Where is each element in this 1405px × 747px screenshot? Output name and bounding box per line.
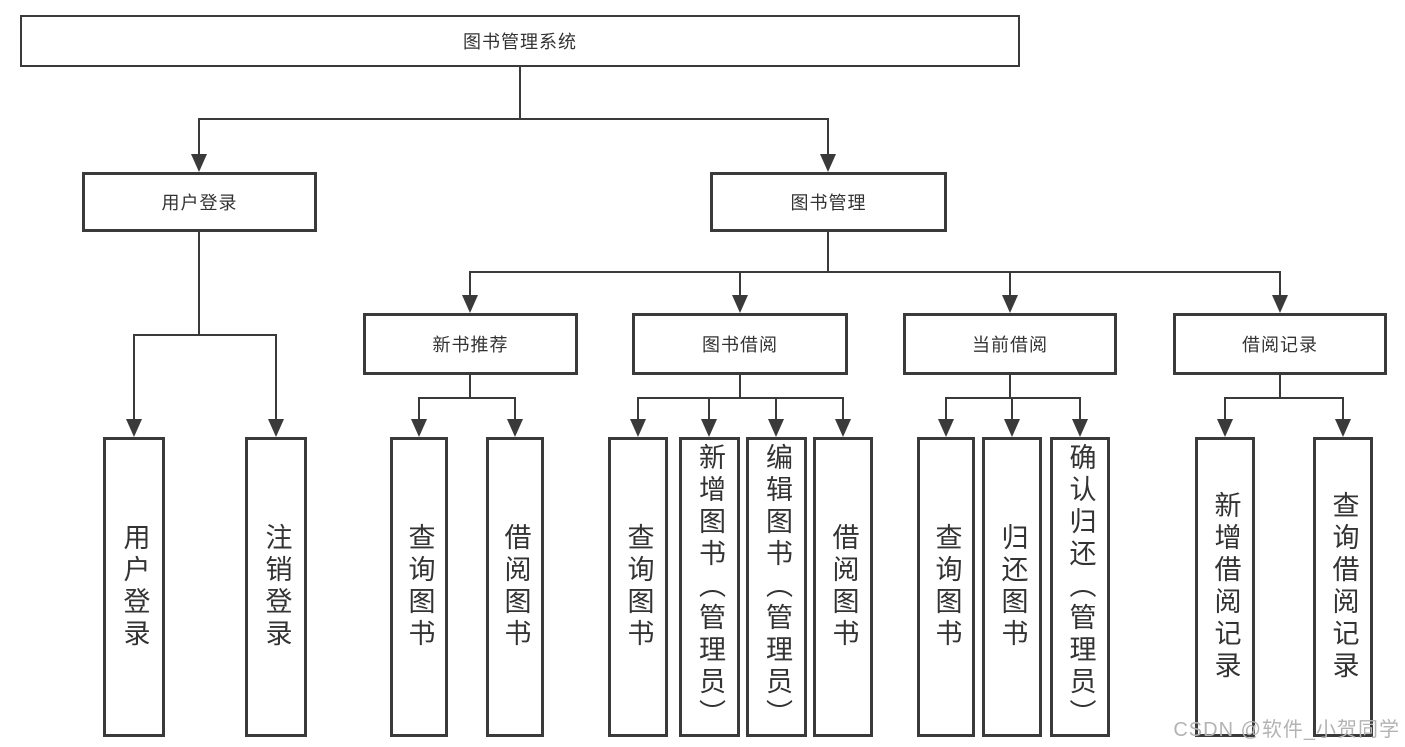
node-new-book-recommendation: 新书推荐 [363, 313, 578, 375]
leaf-add-borrow-record: 新增借阅记录 [1195, 437, 1255, 737]
connector-line [198, 118, 200, 156]
connector-line [469, 375, 471, 399]
connector-line [469, 271, 471, 297]
leaf-logout: 注销登录 [245, 437, 307, 737]
leaf-label: 查询图书 [404, 523, 435, 651]
node-label: 当前借阅 [972, 335, 1048, 355]
node-book-borrowing: 图书借阅 [632, 313, 848, 375]
arrow-down-icon [630, 419, 646, 437]
connector-line [198, 232, 200, 336]
arrow-down-icon [732, 295, 748, 313]
connector-line [514, 397, 516, 419]
node-label: 图书管理系统 [463, 32, 577, 52]
connector-line [419, 397, 516, 399]
connector-line [827, 118, 829, 156]
leaf-borrow-books-borrowing: 借阅图书 [813, 437, 873, 737]
connector-line [638, 397, 843, 399]
leaf-edit-book-admin: 编辑图书（管理员） [746, 437, 807, 737]
connector-line [134, 334, 277, 336]
leaf-query-books-current: 查询图书 [917, 437, 975, 737]
leaf-query-borrow-record: 查询借阅记录 [1313, 437, 1373, 737]
leaf-borrow-books-recommend: 借阅图书 [486, 437, 544, 737]
leaf-label: 借阅图书 [828, 523, 859, 651]
leaf-user-login: 用户登录 [103, 437, 165, 737]
connector-line [827, 232, 829, 273]
arrow-down-icon [507, 419, 523, 437]
leaf-label: 查询借阅记录 [1328, 491, 1359, 683]
arrow-down-icon [191, 154, 207, 172]
leaf-label: 确认归还（管理员） [1065, 443, 1096, 731]
connector-line [1009, 271, 1011, 297]
connector-line [1225, 397, 1344, 399]
leaf-return-books: 归还图书 [982, 437, 1042, 737]
leaf-query-books-borrowing: 查询图书 [608, 437, 668, 737]
node-borrowing-records: 借阅记录 [1173, 313, 1387, 375]
arrow-down-icon [126, 419, 142, 437]
arrow-down-icon [1335, 419, 1351, 437]
node-label: 图书管理 [790, 193, 867, 213]
arrow-down-icon [1272, 295, 1288, 313]
node-user-login: 用户登录 [82, 172, 317, 232]
arrow-down-icon [268, 419, 284, 437]
leaf-add-book-admin: 新增图书（管理员） [679, 437, 740, 737]
connector-line [1279, 375, 1281, 399]
connector-line [199, 118, 829, 120]
arrow-down-icon [701, 419, 717, 437]
leaf-label: 查询图书 [623, 523, 654, 651]
leaf-label: 借阅图书 [500, 523, 531, 651]
connector-line [946, 397, 1081, 399]
connector-line [1342, 397, 1344, 419]
leaf-query-books-recommend: 查询图书 [390, 437, 448, 737]
arrow-down-icon [462, 295, 478, 313]
node-label: 借阅记录 [1242, 335, 1318, 355]
leaf-label: 注销登录 [261, 523, 292, 651]
connector-line [1079, 397, 1081, 419]
arrow-down-icon [768, 419, 784, 437]
node-label: 图书借阅 [702, 335, 778, 355]
connector-line [519, 67, 521, 119]
arrow-down-icon [835, 419, 851, 437]
arrow-down-icon [1002, 295, 1018, 313]
csdn-watermark: CSDN @软件_小贺同学 [1173, 719, 1400, 741]
connector-line [945, 397, 947, 419]
node-book-management: 图书管理 [710, 172, 947, 232]
connector-line [708, 397, 710, 419]
leaf-label: 编辑图书（管理员） [762, 443, 792, 731]
leaf-label: 用户登录 [119, 523, 150, 651]
leaf-label: 归还图书 [997, 523, 1028, 651]
arrow-down-icon [1217, 419, 1233, 437]
node-library-management-system: 图书管理系统 [20, 15, 1020, 67]
connector-line [1011, 397, 1013, 419]
arrow-down-icon [411, 419, 427, 437]
connector-line [1009, 375, 1011, 399]
connector-line [1279, 271, 1281, 297]
connector-line [739, 271, 741, 297]
connector-line [418, 397, 420, 419]
connector-line [470, 271, 1281, 273]
connector-line [775, 397, 777, 419]
connector-line [275, 334, 277, 419]
connector-line [133, 334, 135, 419]
node-label: 新书推荐 [432, 335, 509, 355]
node-label: 用户登录 [161, 193, 238, 213]
arrow-down-icon [820, 154, 836, 172]
leaf-label: 新增借阅记录 [1210, 491, 1241, 683]
connector-line [739, 375, 741, 399]
connector-line [637, 397, 639, 419]
arrow-down-icon [1072, 419, 1088, 437]
connector-line [842, 397, 844, 419]
leaf-label: 新增图书（管理员） [695, 443, 725, 731]
connector-line [1224, 397, 1226, 419]
leaf-confirm-return-admin: 确认归还（管理员） [1050, 437, 1110, 737]
node-current-borrowing: 当前借阅 [903, 313, 1117, 375]
arrow-down-icon [938, 419, 954, 437]
arrow-down-icon [1004, 419, 1020, 437]
leaf-label: 查询图书 [931, 523, 962, 651]
